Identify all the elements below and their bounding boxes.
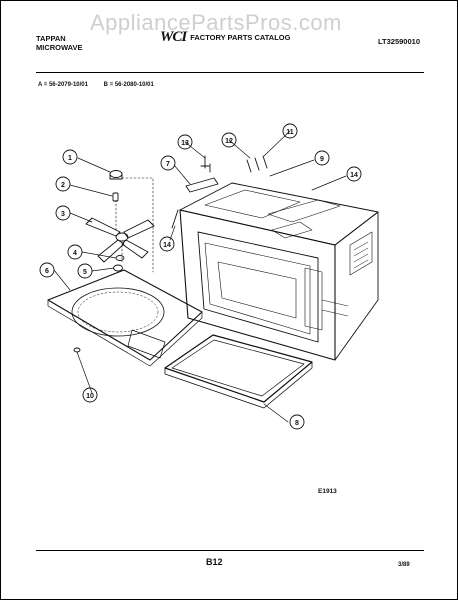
callout-label: 1 <box>68 155 72 162</box>
callout-5 <box>77 263 93 279</box>
bottom-plate <box>47 269 203 367</box>
callout-7 <box>160 155 176 171</box>
assembly-guides <box>115 177 154 273</box>
callout-12 <box>221 132 237 148</box>
callout-11 <box>282 123 298 139</box>
small-parts <box>73 155 268 353</box>
callout-label: 8 <box>295 420 299 427</box>
revision-date: 3/89 <box>398 562 410 568</box>
brand-line1: TAPPAN <box>36 34 66 43</box>
catalog-title: WCI FACTORY PARTS CATALOG <box>160 29 291 45</box>
catalog-label: FACTORY PARTS CATALOG <box>190 33 291 42</box>
callout-label: 3 <box>61 211 65 218</box>
callout-circles <box>39 123 362 430</box>
callout-label: 14 <box>163 242 171 249</box>
callout-4 <box>67 244 83 260</box>
callout-labels: 1 2 3 4 5 6 7 8 9 10 11 12 13 14 14 <box>45 129 358 427</box>
callout-14a <box>346 166 362 182</box>
callout-3 <box>55 205 71 221</box>
callout-label: 12 <box>225 138 233 145</box>
brand-block: TAPPAN MICROWAVE <box>36 34 83 52</box>
callout-6 <box>39 262 55 278</box>
callout-2 <box>55 176 71 192</box>
leader-lines <box>53 130 347 423</box>
model-a: A = 56-2079-10/01 <box>38 82 88 88</box>
brand-line2: MICROWAVE <box>36 43 83 52</box>
callout-9 <box>314 150 330 166</box>
callout-label: 14 <box>350 172 358 179</box>
callout-10 <box>82 387 98 403</box>
model-b: B = 56-2080-10/01 <box>103 82 154 88</box>
callout-label: 2 <box>61 182 65 189</box>
watermark: AppliancePartsPros.com <box>90 10 342 35</box>
callout-label: 11 <box>286 129 294 136</box>
callout-label: 9 <box>320 156 324 163</box>
callout-8 <box>289 414 305 430</box>
callout-14b <box>159 236 175 252</box>
callout-label: 6 <box>45 268 49 275</box>
callout-label: 7 <box>166 161 170 168</box>
figure-id: E1913 <box>318 488 337 495</box>
glass-tray <box>164 334 313 409</box>
callout-label: 5 <box>83 269 87 276</box>
callout-label: 4 <box>73 250 77 257</box>
stirrer-blade <box>85 217 155 263</box>
callout-label: 13 <box>181 140 189 147</box>
header-rule <box>36 72 424 73</box>
callout-1 <box>62 149 78 165</box>
footer-rule <box>36 550 424 551</box>
model-line: A = 56-2079-10/01 B = 56-2080-10/01 <box>38 82 168 88</box>
page-number: B12 <box>206 557 223 567</box>
callout-label: 10 <box>86 393 94 400</box>
wci-logo: WCI <box>160 29 187 45</box>
callout-13 <box>177 134 193 150</box>
oven-cavity <box>179 182 379 361</box>
catalog-number: LT32590010 <box>378 37 420 46</box>
